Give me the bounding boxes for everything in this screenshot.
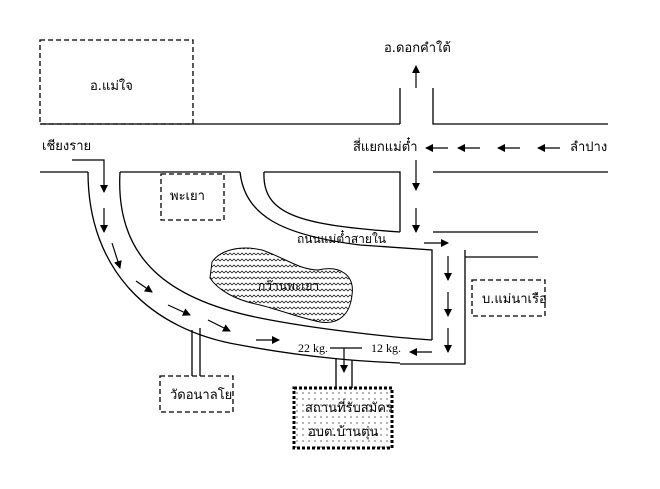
arrow-curve-3 bbox=[135, 280, 153, 293]
registration-point-box bbox=[292, 386, 394, 450]
mae-chai-label: อ.แม่ใจ bbox=[90, 78, 133, 94]
mae-na-ruea-area bbox=[471, 279, 546, 317]
phayao-area bbox=[160, 173, 225, 221]
inner-road-label: ถนนแม่ต๋ำสายใน bbox=[297, 229, 386, 246]
crossroads-label: สี่แยกแม่ต๋ำ bbox=[353, 137, 418, 155]
inner-curve-road-edge bbox=[119, 171, 433, 341]
registration-label-line1: สถานที่รับสมัคร bbox=[305, 399, 393, 416]
mae-na-ruea-label: บ.แม่นาเรือ bbox=[482, 291, 547, 307]
phayao-label: พะเยา bbox=[170, 189, 205, 204]
main-road-top-edge bbox=[40, 88, 608, 125]
dok-kham-tai-label: อ.ดอกคำใต้ bbox=[384, 40, 451, 56]
mae-chai-area bbox=[39, 39, 194, 125]
inner-road-edge-north bbox=[263, 171, 401, 233]
wat-analayo-access-road bbox=[191, 328, 201, 376]
chiang-rai-label: เชียงราย bbox=[42, 138, 91, 154]
wat-analayo-label: วัดอนาลโย bbox=[170, 387, 232, 403]
arrow-curve-2 bbox=[111, 242, 122, 269]
distance-right-label: 12 kg. bbox=[371, 341, 401, 355]
lake-label: กว๊านพะเยา bbox=[258, 279, 319, 293]
lampang-label: ลำปาง bbox=[570, 140, 607, 155]
arrow-curve-4 bbox=[167, 304, 191, 316]
distance-left-label: 22 kg. bbox=[298, 341, 328, 355]
south-road-edges bbox=[400, 231, 538, 365]
arrow-chiangrai-start bbox=[72, 159, 108, 193]
registration-access-road bbox=[330, 347, 362, 388]
wat-analayo-area bbox=[159, 375, 234, 413]
registration-label-line2: อบต.บ้านตุ่น bbox=[308, 425, 379, 440]
inner-road-edge-south bbox=[239, 171, 433, 340]
main-road-bottom-edge-right bbox=[120, 171, 608, 232]
outer-curve-road-edge bbox=[87, 171, 401, 364]
lake-shape bbox=[209, 247, 353, 324]
arrow-curve-5 bbox=[207, 319, 231, 332]
